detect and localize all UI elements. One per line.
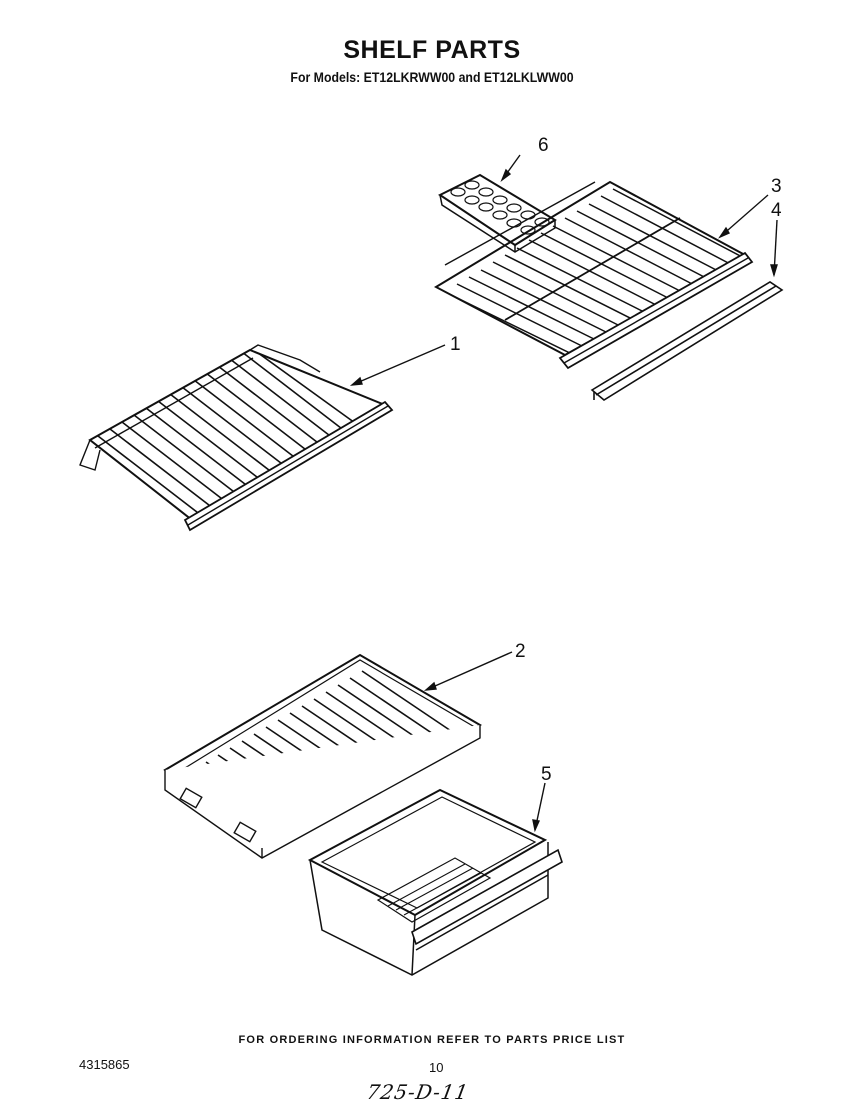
ordering-note: FOR ORDERING INFORMATION REFER TO PARTS … [238,1034,626,1046]
leader-arrow-6 [500,168,512,183]
page-number: 10 [429,1060,444,1075]
callout-5: 5 [541,764,552,785]
callout-1: 1 [450,334,461,355]
leader-line-1 [351,344,446,386]
document-number: 4315865 [79,1057,130,1072]
leader-arrow-4 [770,264,778,278]
shelf-part-2 [163,653,483,859]
callout-2: 2 [515,641,526,662]
leader-arrow-5 [532,819,541,833]
leader-lines [349,154,778,833]
page-title: SHELF PARTS [343,36,521,64]
wire-shelf-part-1 [79,344,394,532]
leader-arrow-1 [349,376,363,386]
shelf-trim-part-4 [590,281,784,401]
handwritten-code: 725-D-11 [364,1080,471,1104]
leader-arrow-2 [423,681,437,691]
model-subtitle: For Models: ET12LKRWW00 and ET12LKLWW00 [290,69,574,85]
wire-shelf-part-3 [433,180,754,370]
callout-3: 3 [771,176,782,197]
ice-cube-tray-part-6 [438,173,557,253]
callout-4: 4 [771,200,782,221]
crisper-drawer-part-5 [307,788,563,976]
leader-line-2 [425,651,513,691]
leader-arrow-3 [718,226,731,239]
callout-6: 6 [538,135,549,156]
